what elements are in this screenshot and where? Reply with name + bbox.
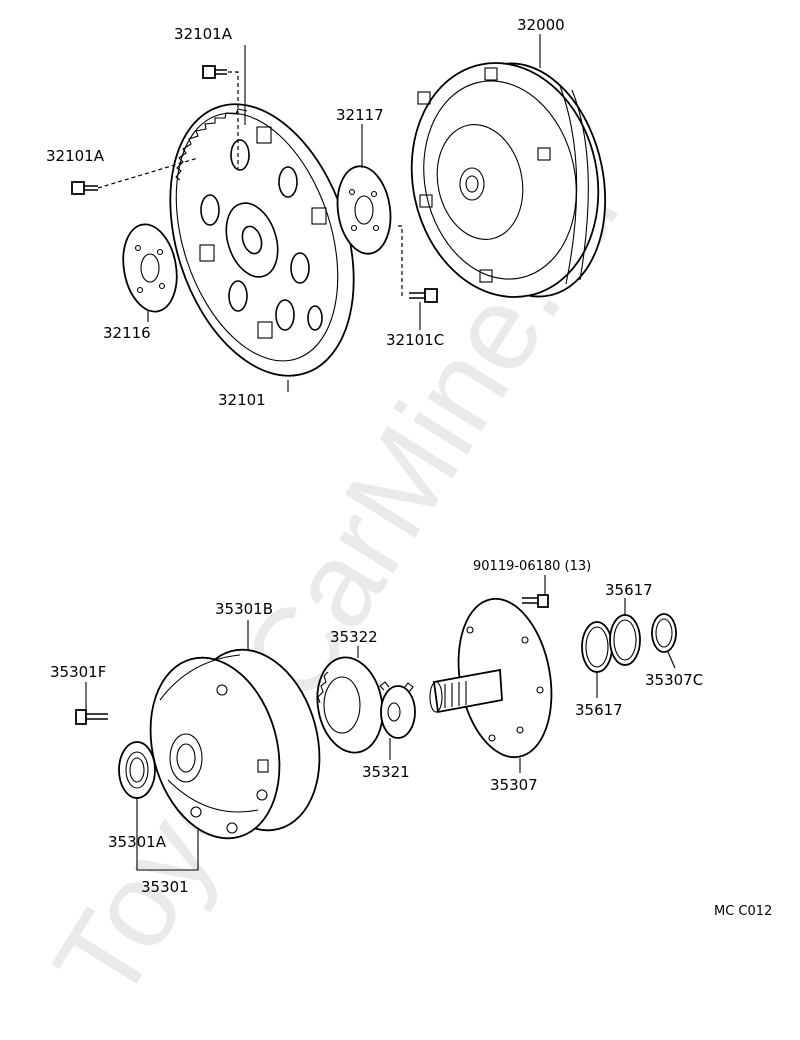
bolt-32101C[interactable] <box>409 288 438 303</box>
front-spacer[interactable] <box>332 163 396 257</box>
bolt-35301F[interactable] <box>75 709 108 725</box>
label-32101A-top: 32101A <box>174 25 233 43</box>
label-35307C: 35307C <box>645 671 703 689</box>
label-35617-bottom: 35617 <box>575 701 623 719</box>
label-35301: 35301 <box>141 878 189 896</box>
label-32116: 32116 <box>103 324 151 342</box>
drive-gear[interactable] <box>379 681 416 739</box>
label-32000: 32000 <box>517 16 565 34</box>
label-32101: 32101 <box>218 391 266 409</box>
label-35307: 35307 <box>490 776 538 794</box>
label-35321: 35321 <box>362 763 410 781</box>
label-35301B: 35301B <box>215 600 273 618</box>
label-35301A: 35301A <box>108 833 167 851</box>
driven-gear[interactable] <box>310 652 390 758</box>
seal-ring-2[interactable] <box>609 614 641 666</box>
label-35301F: 35301F <box>50 663 106 681</box>
thrust-washer[interactable] <box>651 613 677 653</box>
oil-seal[interactable] <box>118 741 156 799</box>
label-35322: 35322 <box>330 628 378 646</box>
label-32101C: 32101C <box>386 331 444 349</box>
spacer-plate[interactable] <box>117 220 183 316</box>
leader-35307C <box>667 651 676 669</box>
seal-ring-1[interactable] <box>581 621 613 673</box>
bracket-35301 <box>136 798 199 871</box>
stator-shaft[interactable] <box>429 591 563 764</box>
bolt-90119[interactable] <box>522 594 549 608</box>
label-35617-top: 35617 <box>605 581 653 599</box>
torque-converter[interactable] <box>390 45 625 314</box>
oil-pump-body[interactable] <box>131 635 338 853</box>
bolt-32101A-top[interactable] <box>202 65 227 79</box>
diagram-code: MC C012 <box>714 904 772 919</box>
bolt-32101A-left[interactable] <box>71 181 98 195</box>
label-32101A-left: 32101A <box>46 147 105 165</box>
label-90119: 90119-06180 (13) <box>473 559 591 574</box>
guide-line-right <box>398 225 403 296</box>
label-32117: 32117 <box>336 106 384 124</box>
guide-line-top <box>228 71 239 170</box>
guide-line-left <box>97 157 199 189</box>
